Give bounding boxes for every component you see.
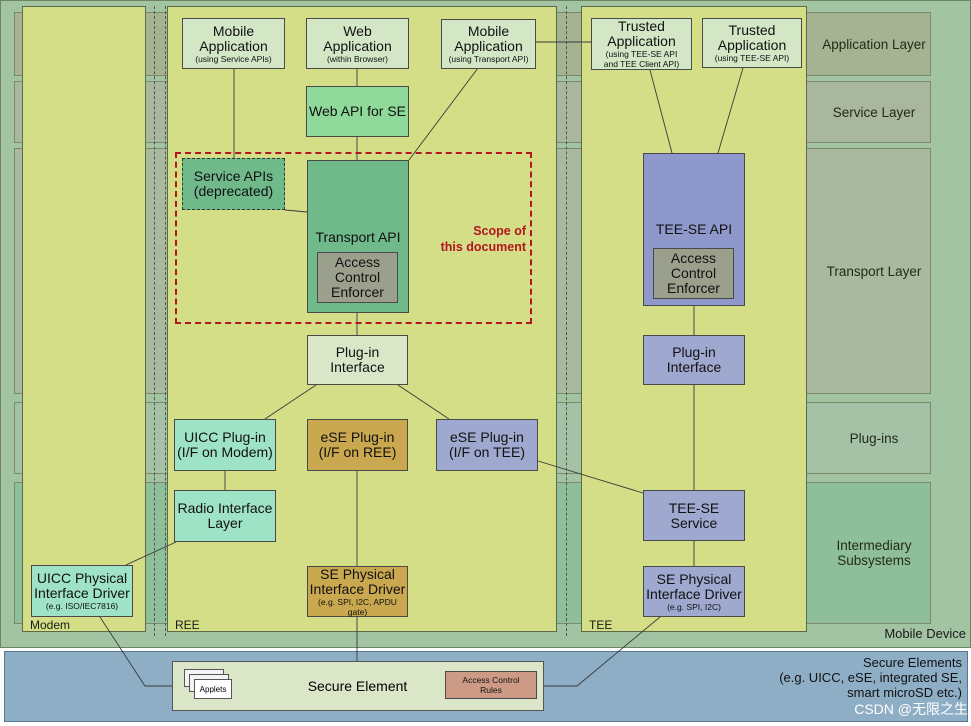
service-apis-deprecated: Service APIs (deprecated) [182,158,285,210]
tee-se-api-label: TEE-SE API [655,221,733,237]
uicc-physical-interface-driver: UICC Physical Interface Driver (e.g. ISO… [31,565,133,617]
se-phys-tee-title: SE Physical Interface Driver [646,570,742,602]
se-phys-tee-subtitle: (e.g. SPI, I2C) [667,601,721,612]
uicc-phys-subtitle: (e.g. ISO/IEC7816) [45,601,119,611]
ese-plugin-ree: eSE Plug-in (I/F on REE) [307,419,408,471]
modem-panel-label: Modem [30,618,71,632]
transport-api-label: Transport API [315,229,401,245]
applets-box: Applets [194,679,232,699]
radio-interface-layer: Radio Interface Layer [174,490,276,542]
ree-panel-label: REE [175,618,200,632]
mobile-app-service-subtitle: (using Service APIs) [195,53,272,64]
modem-panel [22,6,146,632]
mobile-app-service-title: Mobile Application [199,22,268,54]
access-control-enforcer-ree: Access Control Enforcer [317,252,398,303]
scope-region [175,152,532,324]
web-app-title: Web Application [323,22,392,54]
plugin-interface-ree: Plug-in Interface [307,335,408,385]
mobile-app-service-apis: Mobile Application (using Service APIs) [182,18,285,69]
dashed-divider [165,6,166,636]
trusted-app-2-subtitle: (using TEE-SE API) [714,53,790,63]
web-application: Web Application (within Browser) [306,18,409,69]
dashed-divider [566,6,567,636]
se-phys-ree-subtitle: (e.g. SPI, I2C, APDU gate) [318,596,397,617]
trusted-application-1: Trusted Application (using TEE-SE API an… [591,18,692,70]
service-layer-label: Service Layer [832,104,916,120]
access-control-rules: Access Control Rules [445,671,537,699]
trusted-application-2: Trusted Application (using TEE-SE API) [702,18,802,68]
trusted-app-1-subtitle: (using TEE-SE API and TEE Client API) [603,49,680,69]
se-physical-interface-driver-tee: SE Physical Interface Driver (e.g. SPI, … [643,566,745,617]
plugins-layer-label: Plug-ins [849,430,899,446]
web-app-subtitle: (within Browser) [327,53,388,64]
application-layer-label: Application Layer [822,36,926,52]
trusted-app-1-title: Trusted Application [607,18,676,49]
plugin-interface-tee: Plug-in Interface [643,335,745,385]
mobile-app-transport-title: Mobile Application [454,23,523,54]
se-phys-ree-title: SE Physical Interface Driver [309,565,406,597]
uicc-phys-title: UICC Physical Interface Driver [34,570,130,601]
uicc-plugin: UICC Plug-in (I/F on Modem) [174,419,276,471]
dashed-divider [154,6,155,636]
scope-label: Scope of this document [440,224,526,254]
tee-panel-label: TEE [589,618,613,632]
transport-layer-label: Transport Layer [826,263,922,279]
mobile-device-label: Mobile Device [884,626,966,641]
secure-element-label: Secure Element [307,678,408,694]
watermark: CSDN @无限之生 [854,701,968,717]
access-control-enforcer-tee: Access Control Enforcer [653,248,734,299]
intermediary-layer-label: Intermediary Subsystems [836,538,912,568]
secure-elements-label: Secure Elements (e.g. UICC, eSE, integra… [779,655,962,700]
web-api-for-se: Web API for SE [306,86,409,137]
tee-se-service: TEE-SE Service [643,490,745,541]
ese-plugin-tee: eSE Plug-in (I/F on TEE) [436,419,538,471]
se-physical-interface-driver-ree: SE Physical Interface Driver (e.g. SPI, … [307,566,408,617]
trusted-app-2-title: Trusted Application [717,22,787,53]
mobile-app-transport-subtitle: (using Transport API) [448,54,529,64]
mobile-app-transport-api: Mobile Application (using Transport API) [441,19,536,69]
